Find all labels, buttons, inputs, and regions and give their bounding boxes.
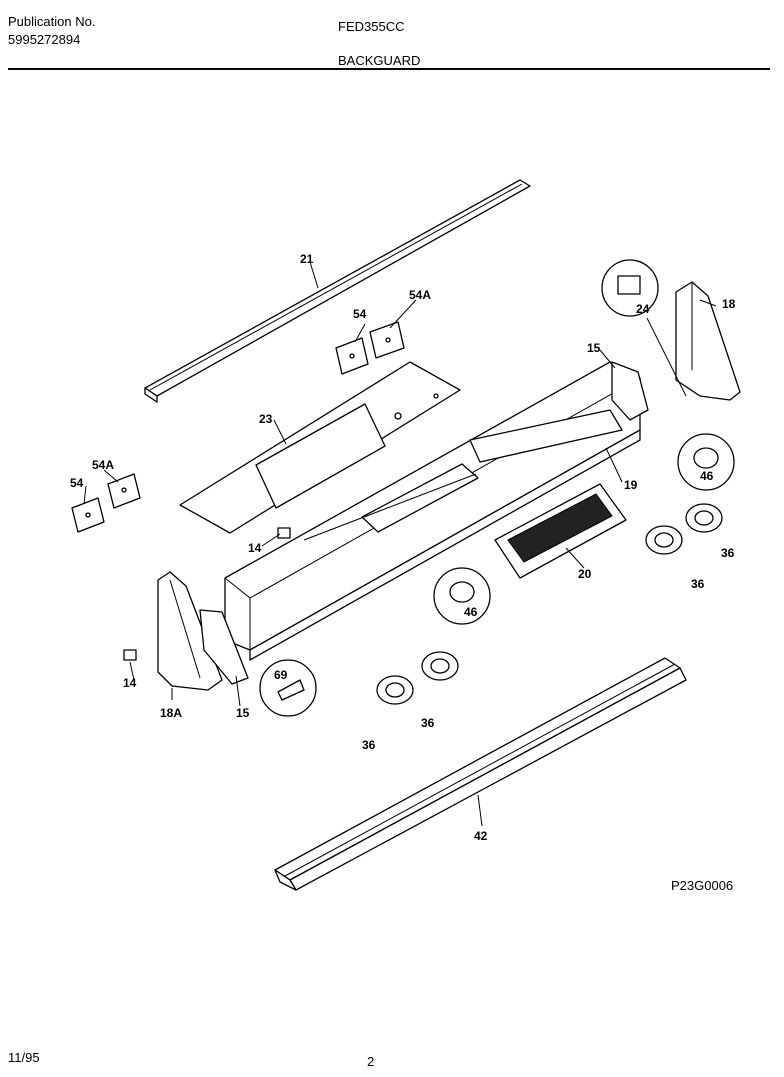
footer-date: 11/95 xyxy=(8,1050,40,1065)
callout-36-b2: 36 xyxy=(362,738,376,752)
page-number: 2 xyxy=(367,1054,375,1069)
callout-15-top: 15 xyxy=(587,341,601,355)
callout-54-top: 54 xyxy=(353,307,367,321)
switch-clip-54-top xyxy=(335,337,369,375)
clip-14-left-part xyxy=(123,649,137,661)
side-plate-15-top-part xyxy=(611,361,649,421)
callout-36-r2: 36 xyxy=(691,577,705,591)
publication-label: Publication No. xyxy=(8,14,96,29)
header-rule xyxy=(8,68,770,70)
callout-14-mid: 14 xyxy=(248,541,262,555)
callout-15-bottom: 15 xyxy=(236,706,250,720)
callout-21: 21 xyxy=(300,252,314,266)
clock-timer-20-part xyxy=(494,483,627,579)
diagram-reference-code: P23G0006 xyxy=(671,878,734,893)
side-plate-15-bottom-part xyxy=(199,609,249,685)
switch-clip-54a-left xyxy=(107,473,141,509)
callout-69: 69 xyxy=(274,668,288,682)
callout-46-right: 46 xyxy=(700,469,714,483)
control-board-19-part xyxy=(469,409,623,463)
callout-36-b1: 36 xyxy=(421,716,435,730)
top-trim-part xyxy=(144,179,531,403)
callout-54a-top: 54A xyxy=(409,288,432,302)
publication-number: 5995272894 xyxy=(8,32,81,47)
switch-clip-54-left xyxy=(71,497,105,533)
callout-54-left: 54 xyxy=(70,476,84,490)
end-bracket-18a-part xyxy=(157,571,223,691)
callout-14-left: 14 xyxy=(123,676,137,690)
bottom-trim-part xyxy=(274,657,687,891)
callout-42: 42 xyxy=(474,829,488,843)
indicator-light-24-callout xyxy=(601,259,659,317)
callout-20: 20 xyxy=(578,567,592,581)
callout-19: 19 xyxy=(624,478,638,492)
model-number: FED355CC xyxy=(338,19,405,34)
callout-36-r1: 36 xyxy=(721,546,735,560)
callout-24: 24 xyxy=(636,302,650,316)
clip-14-mid-part xyxy=(277,527,291,539)
screw-69-callout xyxy=(259,659,317,717)
panel-overlay-part xyxy=(179,361,461,534)
switch-clip-54a-top xyxy=(369,321,405,359)
callout-46-mid: 46 xyxy=(464,605,478,619)
knob-36-part xyxy=(376,503,723,705)
end-bracket-18-part xyxy=(675,281,741,401)
callout-18a: 18A xyxy=(160,706,183,720)
callout-18: 18 xyxy=(722,297,736,311)
selector-knob-46-callout xyxy=(433,433,735,625)
callout-23: 23 xyxy=(259,412,273,426)
section-title: BACKGUARD xyxy=(338,53,421,68)
callout-54a-left: 54A xyxy=(92,458,115,472)
